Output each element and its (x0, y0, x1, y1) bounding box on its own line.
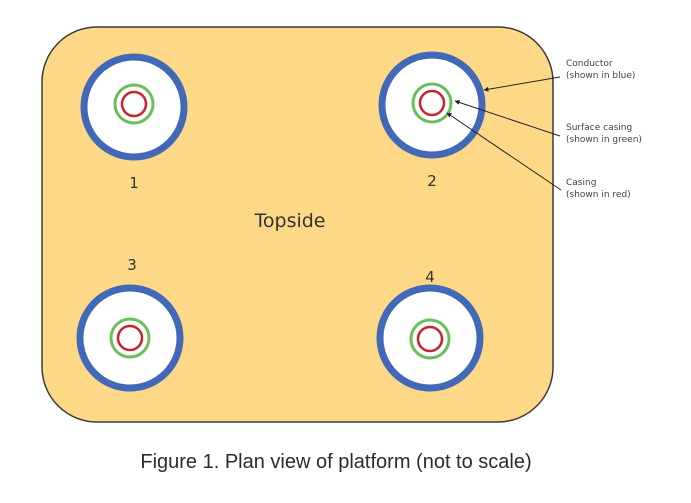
surface-casing-ring (411, 82, 453, 124)
conductor-ring (376, 284, 484, 392)
well-2 (378, 51, 486, 159)
surface-casing-callout-title: Surface casing (566, 123, 632, 133)
figure-caption: Figure 1. Plan view of platform (not to … (140, 451, 531, 473)
surface-casing-ring (113, 83, 155, 125)
conductor-ring (76, 284, 184, 392)
conductor-ring (378, 51, 486, 159)
conductor-callout-note: (shown in blue) (566, 71, 635, 81)
casing-ring (416, 325, 444, 353)
topside-label: Topside (254, 210, 326, 232)
surface-casing-ring (109, 317, 151, 359)
casing-ring (116, 324, 144, 352)
casing-callout-title: Casing (566, 178, 596, 188)
conductor-ring (80, 53, 188, 161)
casing-callout-note: (shown in red) (566, 190, 631, 200)
casing-ring (418, 89, 446, 117)
well-1 (80, 53, 188, 161)
surface-casing-callout-note: (shown in green) (566, 135, 642, 145)
casing-ring (120, 90, 148, 118)
conductor-callout-title: Conductor (566, 59, 613, 69)
surface-casing-leader-line (454, 100, 561, 137)
well-number-3: 3 (127, 256, 137, 274)
surface-casing-ring (409, 318, 451, 360)
conductor-leader-line (483, 76, 561, 92)
well-3 (76, 284, 184, 392)
casing-leader-line (446, 112, 562, 191)
well-number-2: 2 (427, 172, 437, 190)
well-4 (376, 284, 484, 392)
well-number-1: 1 (129, 174, 139, 192)
well-number-4: 4 (425, 268, 435, 286)
